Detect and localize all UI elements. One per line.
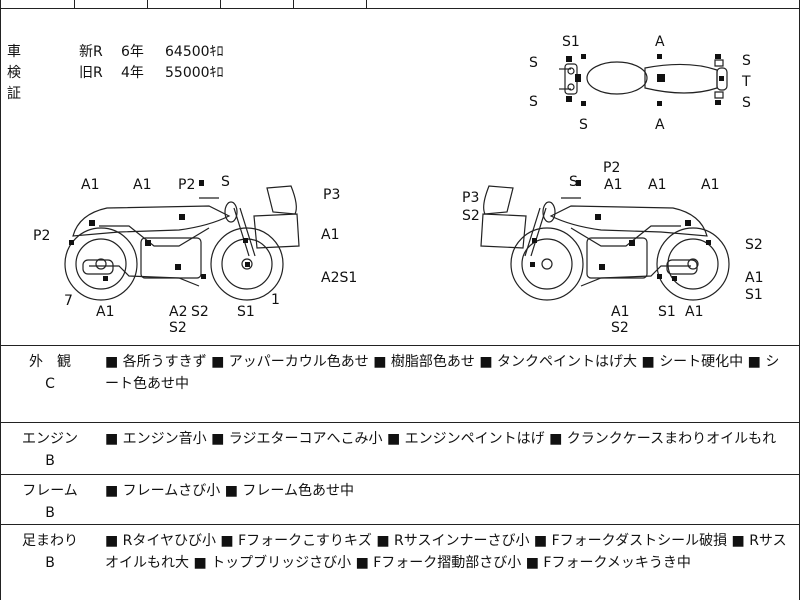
top-label: S	[579, 117, 588, 133]
left-label: 7	[64, 293, 73, 309]
inspection-kind: 新R	[79, 44, 103, 60]
right-label: A1	[685, 304, 704, 320]
top-view-motorcycle	[557, 54, 737, 106]
category-name: フレーム	[22, 483, 78, 499]
left-label: A2S1	[321, 270, 358, 286]
right-side-motorcycle	[487, 180, 721, 310]
left-label: P3	[323, 187, 341, 203]
category-cell: 足まわり B	[1, 524, 99, 601]
right-label: S1	[658, 304, 676, 320]
detail-text: ■ フレームさび小 ■ フレーム色あせ中	[99, 474, 800, 525]
left-label: A2	[169, 304, 188, 320]
right-label: P3	[462, 190, 480, 206]
left-label: S1	[237, 304, 255, 320]
detail-text: ■ エンジン音小 ■ ラジエターコアへこみ小 ■ エンジンペイントはげ ■ クラ…	[99, 422, 800, 475]
left-label: P2	[33, 228, 51, 244]
top-label: S1	[562, 34, 580, 50]
right-label: S2	[611, 320, 629, 336]
category-grade: C	[45, 376, 55, 392]
inspection-kind: 旧R	[79, 65, 103, 81]
inspection-label: 車検証	[7, 44, 21, 102]
top-label: S	[742, 53, 751, 69]
right-label: A1	[611, 304, 630, 320]
evaluation-row-engine: エンジン B ■ エンジン音小 ■ ラジエターコアへこみ小 ■ エンジンペイント…	[1, 422, 800, 475]
left-label: P2	[178, 177, 196, 193]
category-grade: B	[45, 453, 55, 469]
left-label: S2	[169, 320, 187, 336]
top-label: A	[655, 117, 665, 133]
top-label: A	[655, 34, 665, 50]
category-cell: エンジン B	[1, 422, 99, 475]
top-label: T	[742, 74, 751, 90]
inspection-years: 4年	[121, 65, 144, 81]
inspection-km: 64500ｷﾛ	[165, 44, 224, 60]
right-label: S1	[745, 287, 763, 303]
header-table-edge	[1, 0, 799, 9]
left-label: S	[221, 174, 230, 190]
right-label: A1	[604, 177, 623, 193]
category-cell: フレーム B	[1, 474, 99, 525]
evaluation-table: 外 観 C ■ 各所うすきず ■ アッパーカウル色あせ ■ 樹脂部色あせ ■ タ…	[1, 345, 800, 601]
left-label: A1	[321, 227, 340, 243]
category-name: 外 観	[29, 354, 71, 370]
category-name: エンジン	[22, 431, 78, 447]
inspection-km: 55000ｷﾛ	[165, 65, 224, 81]
detail-text: ■ 各所うすきず ■ アッパーカウル色あせ ■ 樹脂部色あせ ■ タンクペイント…	[99, 345, 800, 423]
right-label: A1	[648, 177, 667, 193]
inspection-row-new: 新R 6年 64500ｷﾛ	[79, 42, 279, 63]
left-label: S2	[191, 304, 209, 320]
right-label: P2	[603, 160, 621, 176]
left-label: A1	[133, 177, 152, 193]
left-side-motorcycle	[59, 180, 293, 310]
top-label: S	[529, 94, 538, 110]
category-grade: B	[45, 505, 55, 521]
left-label: A1	[81, 177, 100, 193]
category-grade: B	[45, 555, 55, 571]
inspection-row-old: 旧R 4年 55000ｷﾛ	[79, 63, 279, 84]
left-label: 1	[271, 292, 280, 308]
top-label: S	[742, 95, 751, 111]
damage-diagram: 車検証 新R 6年 64500ｷﾛ 旧R 4年 55000ｷﾛ	[1, 8, 800, 345]
evaluation-row-suspension: 足まわり B ■ Rタイヤひび小 ■ Fフォークこすりキズ ■ Rサスインナーさ…	[1, 524, 800, 601]
top-label: S	[529, 55, 538, 71]
evaluation-row-exterior: 外 観 C ■ 各所うすきず ■ アッパーカウル色あせ ■ 樹脂部色あせ ■ タ…	[1, 345, 800, 423]
right-label: S2	[745, 237, 763, 253]
inspection-years: 6年	[121, 44, 144, 60]
detail-text: ■ Rタイヤひび小 ■ Fフォークこすりキズ ■ Rサスインナーさび小 ■ Fフ…	[99, 524, 800, 601]
left-label: A1	[96, 304, 115, 320]
right-label: S2	[462, 208, 480, 224]
right-label: A1	[701, 177, 720, 193]
right-label: S	[569, 174, 578, 190]
category-name: 足まわり	[22, 533, 78, 549]
right-label: A1	[745, 270, 764, 286]
evaluation-row-frame: フレーム B ■ フレームさび小 ■ フレーム色あせ中	[1, 474, 800, 525]
category-cell: 外 観 C	[1, 345, 99, 423]
